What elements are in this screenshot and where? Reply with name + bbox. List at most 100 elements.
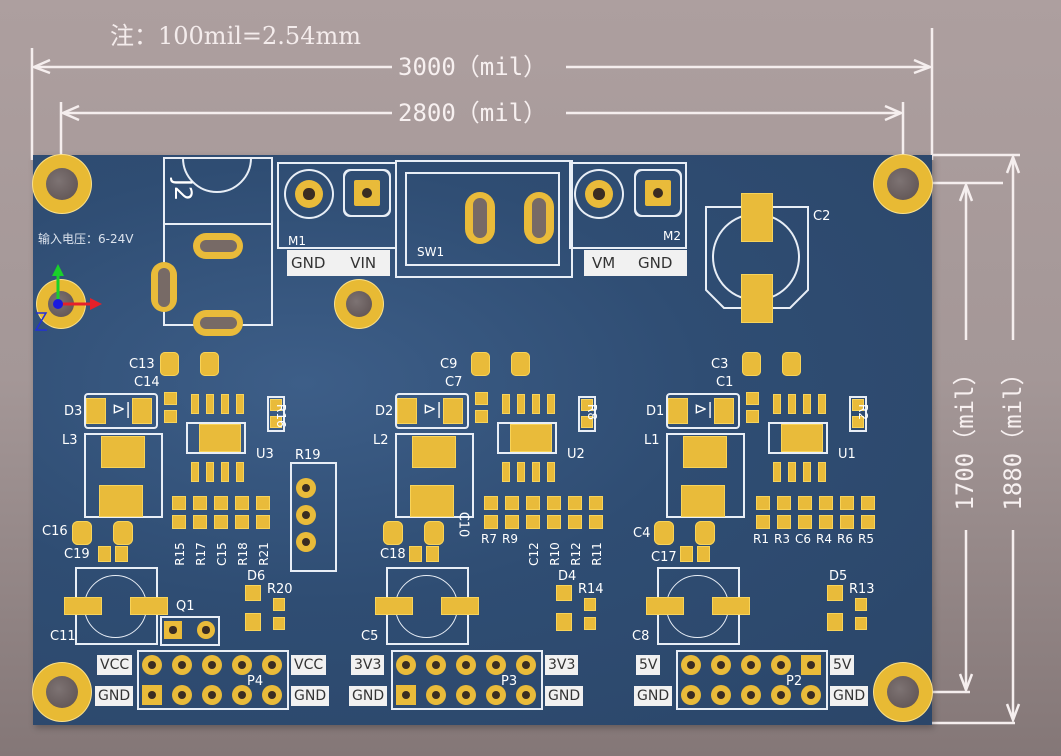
d1-designator: D1 (646, 404, 665, 419)
p3-pin-1 (396, 655, 416, 675)
r19-pin-3 (296, 532, 316, 552)
c12-pad-2 (526, 515, 540, 529)
r17-designator: R17 (193, 542, 208, 566)
r16-pad-2 (270, 416, 282, 428)
u1-pin-top-3 (803, 394, 811, 414)
r12-pad-2 (568, 515, 582, 529)
u3-outline (186, 422, 246, 454)
p2-outline (676, 650, 828, 710)
r19-pin-1 (296, 478, 316, 498)
r1-pad-2 (756, 515, 770, 529)
c10-designator: C10 (455, 511, 471, 538)
c9-pad-1 (471, 352, 490, 376)
r19-outline (290, 462, 337, 572)
r4-pad-2 (819, 515, 833, 529)
u3-pin-top-1 (191, 394, 199, 414)
p4-bot-left-label: GND (95, 686, 134, 706)
r11-pad-1 (589, 496, 603, 510)
r16-outline (267, 396, 285, 432)
x-axis-arrow (90, 298, 102, 310)
r10-designator: R10 (547, 542, 562, 566)
j2-pad-1 (193, 233, 243, 259)
c4-pad-2 (695, 521, 715, 545)
c19-designator: C19 (64, 547, 90, 562)
u1-pin-bottom-4 (818, 462, 826, 482)
d3-outline (84, 393, 158, 429)
r9-pad-2 (505, 515, 519, 529)
z-axis-glyph (34, 312, 48, 331)
mounting-hole-top-right (874, 155, 932, 213)
u2-pin-bottom-4 (547, 462, 555, 482)
c13-designator: C13 (129, 357, 155, 372)
p2-pin-10 (801, 685, 821, 705)
u2-thermal-pad (510, 424, 552, 452)
c19-pad-1 (98, 546, 111, 562)
c16-pad-1 (72, 521, 92, 545)
j2-pad-3 (193, 310, 243, 336)
arrow-1700-top (958, 181, 974, 202)
c8-pad-2 (712, 597, 750, 615)
c14-pad-1 (164, 392, 177, 405)
d3-pad-2 (132, 398, 152, 424)
input-voltage-label: 输入电压：6-24V (38, 232, 134, 246)
sw1-outline-outer (395, 160, 573, 278)
p4-pin-4 (232, 655, 252, 675)
r14-pad-2 (584, 617, 596, 630)
p2-pin-1 (681, 655, 701, 675)
d5-designator: D5 (829, 569, 848, 584)
p3-bot-left-label: GND (349, 686, 388, 706)
p3-pin-8 (456, 685, 476, 705)
p2-pin-7 (711, 685, 731, 705)
c10-pad-1 (383, 521, 403, 545)
l1-outline (666, 433, 745, 518)
dim-width-inner-label: 2800（mil） (398, 99, 548, 127)
p4-top-right-label: VCC (291, 655, 327, 675)
p2-pin-8 (741, 685, 761, 705)
m1-vin-label: VIN (350, 254, 377, 272)
p3-outline (391, 650, 543, 710)
j2-outline-top (163, 157, 273, 225)
r9-designator: R9 (502, 532, 518, 546)
u3-pin-top-4 (236, 394, 244, 414)
c19-pad-2 (115, 546, 128, 562)
c16-designator: C16 (42, 524, 68, 539)
c7-pad-1 (475, 392, 488, 405)
p2-pin-3 (741, 655, 761, 675)
r2-pad-2 (852, 416, 864, 428)
u3-pin-bottom-4 (236, 462, 244, 482)
m2-vm-label: VM (592, 254, 616, 272)
r14-designator: R14 (578, 582, 604, 597)
p4-pin-6 (142, 685, 162, 705)
p3-pin-7 (426, 685, 446, 705)
c8-designator: C8 (632, 629, 650, 644)
u3-pin-bottom-1 (191, 462, 199, 482)
r12-pad-1 (568, 496, 582, 510)
c15-pad-2 (214, 515, 228, 529)
p3-pin-4 (486, 655, 506, 675)
u3-thermal-pad (199, 424, 241, 452)
c17-pad-1 (680, 546, 693, 562)
mounting-hole-bottom-right (874, 663, 932, 721)
c17-designator: C17 (651, 550, 677, 565)
d6-pad-1 (245, 585, 261, 601)
r18-designator: R18 (235, 542, 250, 566)
r4-designator: R4 (816, 532, 832, 546)
r4-pad-1 (819, 496, 833, 510)
r7-pad-1 (484, 496, 498, 510)
p3-bot-right-label: GND (545, 686, 584, 706)
u3-designator: U3 (256, 447, 274, 462)
m2-designator: M2 (663, 229, 681, 243)
l3-pad-2 (99, 485, 143, 517)
r6-pad-1 (840, 496, 854, 510)
arrow-3000-left (30, 58, 51, 75)
d1-pad-2 (714, 398, 734, 424)
c7-designator: C7 (445, 375, 463, 390)
arrow-1700-bottom (958, 673, 974, 694)
u1-pin-top-2 (788, 394, 796, 414)
d2-pad-2 (443, 398, 463, 424)
c9-designator: C9 (440, 357, 458, 372)
l1-designator: L1 (644, 433, 660, 448)
m2-pin-1 (585, 180, 613, 208)
r18-pad-2 (235, 515, 249, 529)
